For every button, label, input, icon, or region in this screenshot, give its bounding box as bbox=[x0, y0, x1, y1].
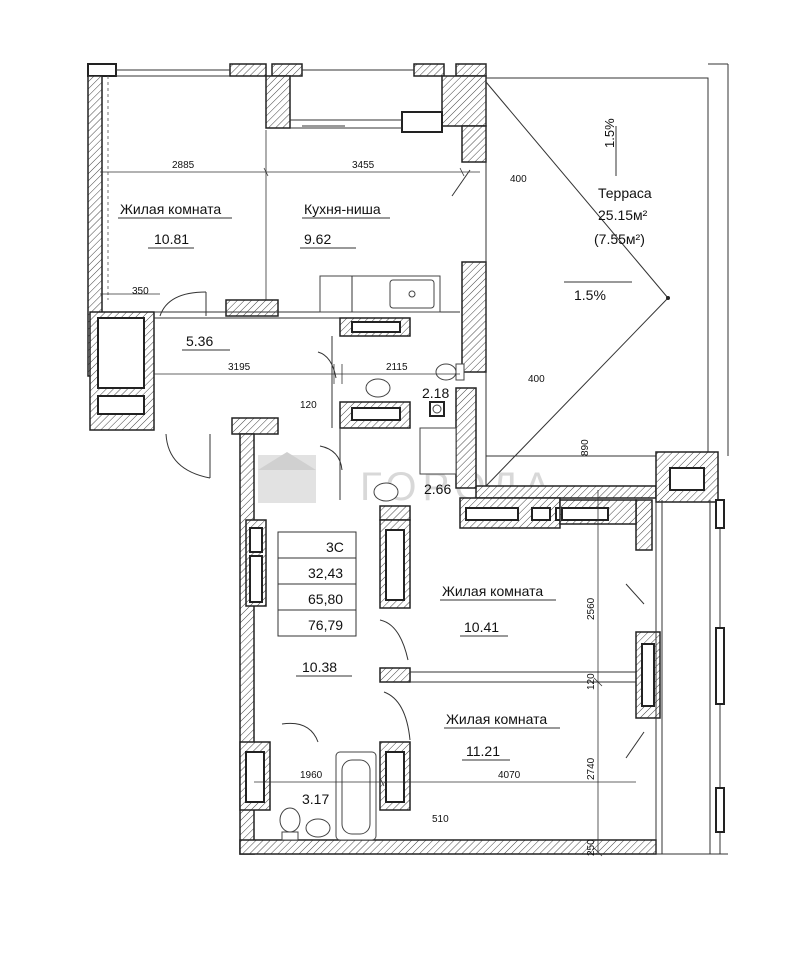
dim-2560: 2560 bbox=[586, 597, 597, 620]
dim-2740: 2740 bbox=[586, 757, 597, 780]
dim-3195: 3195 bbox=[228, 362, 251, 373]
room-living2-name: Жилая комната bbox=[442, 583, 543, 599]
dim-1960: 1960 bbox=[300, 770, 323, 781]
summary-type: 3С bbox=[326, 539, 344, 555]
room-bath3-area: 3.17 bbox=[302, 791, 329, 807]
terrace-slope-top: 1.5% bbox=[602, 118, 617, 148]
dim-400-top: 400 bbox=[510, 174, 527, 185]
toilet-2 bbox=[279, 807, 301, 841]
dim-120: 120 bbox=[300, 400, 317, 411]
dimension-lines bbox=[100, 130, 636, 857]
dim-3455: 3455 bbox=[352, 160, 375, 171]
summary-total-area: 65,80 bbox=[308, 591, 343, 607]
watermark-logo bbox=[258, 452, 316, 503]
room-living2-area: 10.41 bbox=[464, 619, 499, 635]
terrace-slope-mid: 1.5% bbox=[574, 287, 606, 303]
outer-walls bbox=[87, 63, 729, 855]
room-hall-small-area: 5.36 bbox=[186, 333, 213, 349]
room-corridor-area: 10.38 bbox=[302, 659, 337, 675]
room-kitchen-area: 9.62 bbox=[304, 231, 331, 247]
toilet-1 bbox=[435, 363, 465, 381]
dim-2115: 2115 bbox=[386, 362, 408, 373]
dim-510: 510 bbox=[432, 814, 449, 825]
room-terrace-area: 25.15м² bbox=[598, 207, 648, 223]
summary-box bbox=[277, 531, 357, 637]
dim-890: 890 bbox=[580, 439, 591, 456]
dim-350: 350 bbox=[132, 286, 149, 297]
doors bbox=[159, 169, 645, 759]
dim-400-mid: 400 bbox=[528, 374, 545, 385]
bathtub bbox=[335, 751, 377, 841]
room-kitchen-name: Кухня-ниша bbox=[304, 201, 381, 217]
dim-250: 250 bbox=[586, 839, 597, 856]
dim-2885: 2885 bbox=[172, 160, 195, 171]
room-living3-name: Жилая комната bbox=[446, 711, 547, 727]
summary-living-area: 32,43 bbox=[308, 565, 343, 581]
dim-4070: 4070 bbox=[498, 770, 521, 781]
washing-machine bbox=[419, 427, 457, 475]
sink-2 bbox=[373, 482, 399, 502]
kitchen-counter bbox=[319, 275, 441, 313]
room-living1-name: Жилая комната bbox=[120, 201, 221, 217]
sink-3 bbox=[305, 818, 331, 838]
summary-total-with-terrace: 76,79 bbox=[308, 617, 343, 633]
room-terrace-name: Терраса bbox=[598, 185, 652, 201]
dim-120b: 120 bbox=[586, 673, 597, 690]
room-living3-area: 11.21 bbox=[466, 743, 500, 759]
room-bath2-area: 2.66 bbox=[424, 481, 451, 497]
room-terrace-area-reduced: (7.55м²) bbox=[594, 231, 645, 247]
room-bath1-area: 2.18 bbox=[422, 385, 449, 401]
room-living1-area: 10.81 bbox=[154, 231, 189, 247]
sink-1 bbox=[365, 378, 391, 398]
